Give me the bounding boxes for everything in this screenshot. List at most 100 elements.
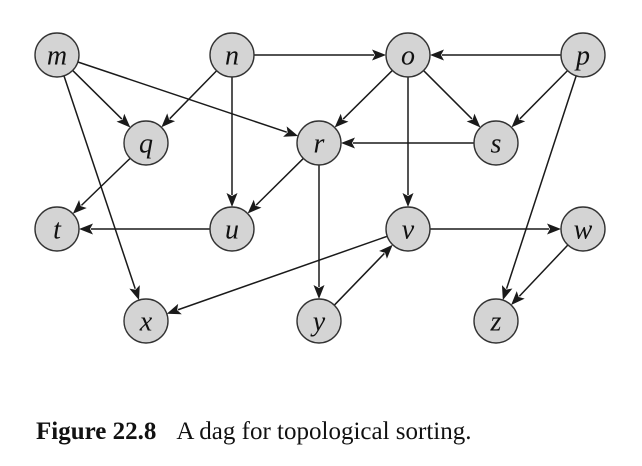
- node-circle: [560, 32, 606, 78]
- arrowhead-icon: [313, 285, 325, 299]
- edge-p-to-z: [501, 75, 577, 301]
- edge-s-to-r: [341, 137, 474, 149]
- node-circle: [34, 32, 80, 78]
- edge-r-to-y: [313, 165, 325, 299]
- node-label: o: [401, 41, 415, 72]
- node-circle: [296, 120, 342, 166]
- edge-line: [169, 70, 218, 120]
- edge-y-to-v: [333, 244, 393, 306]
- figure-caption: Figure 22.8 A dag for topological sorting…: [36, 418, 471, 446]
- edge-r-to-u: [247, 157, 304, 214]
- arrowhead-icon: [511, 113, 526, 128]
- node-label: q: [139, 129, 153, 160]
- arrowhead-icon: [226, 193, 238, 207]
- arrowhead-icon: [166, 303, 182, 315]
- node-label: n: [225, 41, 239, 72]
- edge-n-to-u: [226, 77, 238, 207]
- node-label: w: [574, 215, 593, 246]
- node-s: s: [473, 120, 519, 166]
- edge-line: [423, 70, 473, 120]
- edge-n-to-o: [254, 49, 386, 61]
- node-x: x: [123, 298, 169, 344]
- edge-p-to-o: [430, 49, 561, 61]
- arrowhead-icon: [430, 49, 444, 61]
- edge-n-to-q: [161, 70, 218, 128]
- arrowhead-icon: [341, 137, 355, 149]
- arrowhead-icon: [402, 193, 414, 207]
- edge-w-to-z: [511, 244, 569, 306]
- edge-p-to-s: [511, 70, 569, 128]
- node-circle: [560, 206, 606, 252]
- node-circle: [296, 298, 342, 344]
- edge-line: [518, 244, 569, 297]
- edge-line: [63, 75, 136, 289]
- node-v: v: [385, 206, 431, 252]
- edge-line: [177, 235, 388, 311]
- arrowhead-icon: [247, 199, 262, 214]
- arrowhead-icon: [129, 285, 140, 301]
- arrowhead-icon: [379, 244, 393, 259]
- node-label: v: [402, 215, 415, 246]
- edge-m-to-q: [72, 69, 131, 128]
- edge-u-to-t: [79, 223, 210, 235]
- node-t: t: [34, 206, 80, 252]
- arrowhead-icon: [511, 291, 525, 306]
- edge-v-to-w: [430, 223, 561, 235]
- node-label: p: [574, 41, 590, 72]
- node-circle: [123, 298, 169, 344]
- dag-diagram: m n o p q r s t u v w x y z: [34, 32, 606, 344]
- node-m: m: [34, 32, 80, 78]
- node-label: t: [53, 215, 62, 246]
- edge-q-to-t: [72, 157, 131, 214]
- node-circle: [34, 206, 80, 252]
- edge-line: [333, 252, 385, 306]
- node-r: r: [296, 120, 342, 166]
- caption-text: A dag for topological sorting.: [176, 418, 472, 445]
- arrowhead-icon: [547, 223, 561, 235]
- caption-label: Figure 22.8: [36, 418, 157, 445]
- node-z: z: [473, 298, 519, 344]
- arrowhead-icon: [334, 113, 349, 128]
- edge-o-to-s: [423, 70, 481, 128]
- edge-line: [255, 157, 304, 206]
- node-q: q: [123, 120, 169, 166]
- edge-line: [77, 61, 288, 133]
- arrowhead-icon: [72, 200, 87, 214]
- arrowhead-icon: [501, 285, 513, 301]
- node-circle: [473, 120, 519, 166]
- node-circle: [385, 32, 431, 78]
- edge-o-to-v: [402, 77, 414, 207]
- arrowhead-icon: [79, 223, 93, 235]
- arrowhead-icon: [372, 49, 386, 61]
- node-p: p: [560, 32, 606, 78]
- node-o: o: [385, 32, 431, 78]
- node-w: w: [560, 206, 606, 252]
- nodes-group: m n o p q r s t u v w x y z: [34, 32, 606, 344]
- node-label: z: [490, 307, 502, 338]
- edge-line: [505, 75, 577, 289]
- node-label: u: [225, 215, 239, 246]
- node-label: x: [139, 307, 153, 338]
- edge-line: [72, 69, 123, 120]
- node-y: y: [296, 298, 342, 344]
- node-n: n: [209, 32, 255, 78]
- node-label: s: [491, 129, 502, 160]
- edge-v-to-x: [166, 235, 388, 315]
- node-label: r: [314, 129, 325, 160]
- edge-m-to-r: [77, 61, 299, 137]
- arrowhead-icon: [116, 113, 131, 128]
- node-circle: [209, 32, 255, 78]
- edge-m-to-x: [63, 75, 140, 301]
- node-circle: [473, 298, 519, 344]
- arrowhead-icon: [283, 126, 299, 137]
- arrowhead-icon: [161, 113, 176, 128]
- node-circle: [385, 206, 431, 252]
- node-u: u: [209, 206, 255, 252]
- node-label: y: [310, 307, 326, 338]
- node-circle: [209, 206, 255, 252]
- node-circle: [123, 120, 169, 166]
- edge-line: [80, 157, 131, 206]
- arrowhead-icon: [466, 113, 481, 128]
- node-label: m: [47, 41, 67, 72]
- edge-line: [519, 70, 569, 120]
